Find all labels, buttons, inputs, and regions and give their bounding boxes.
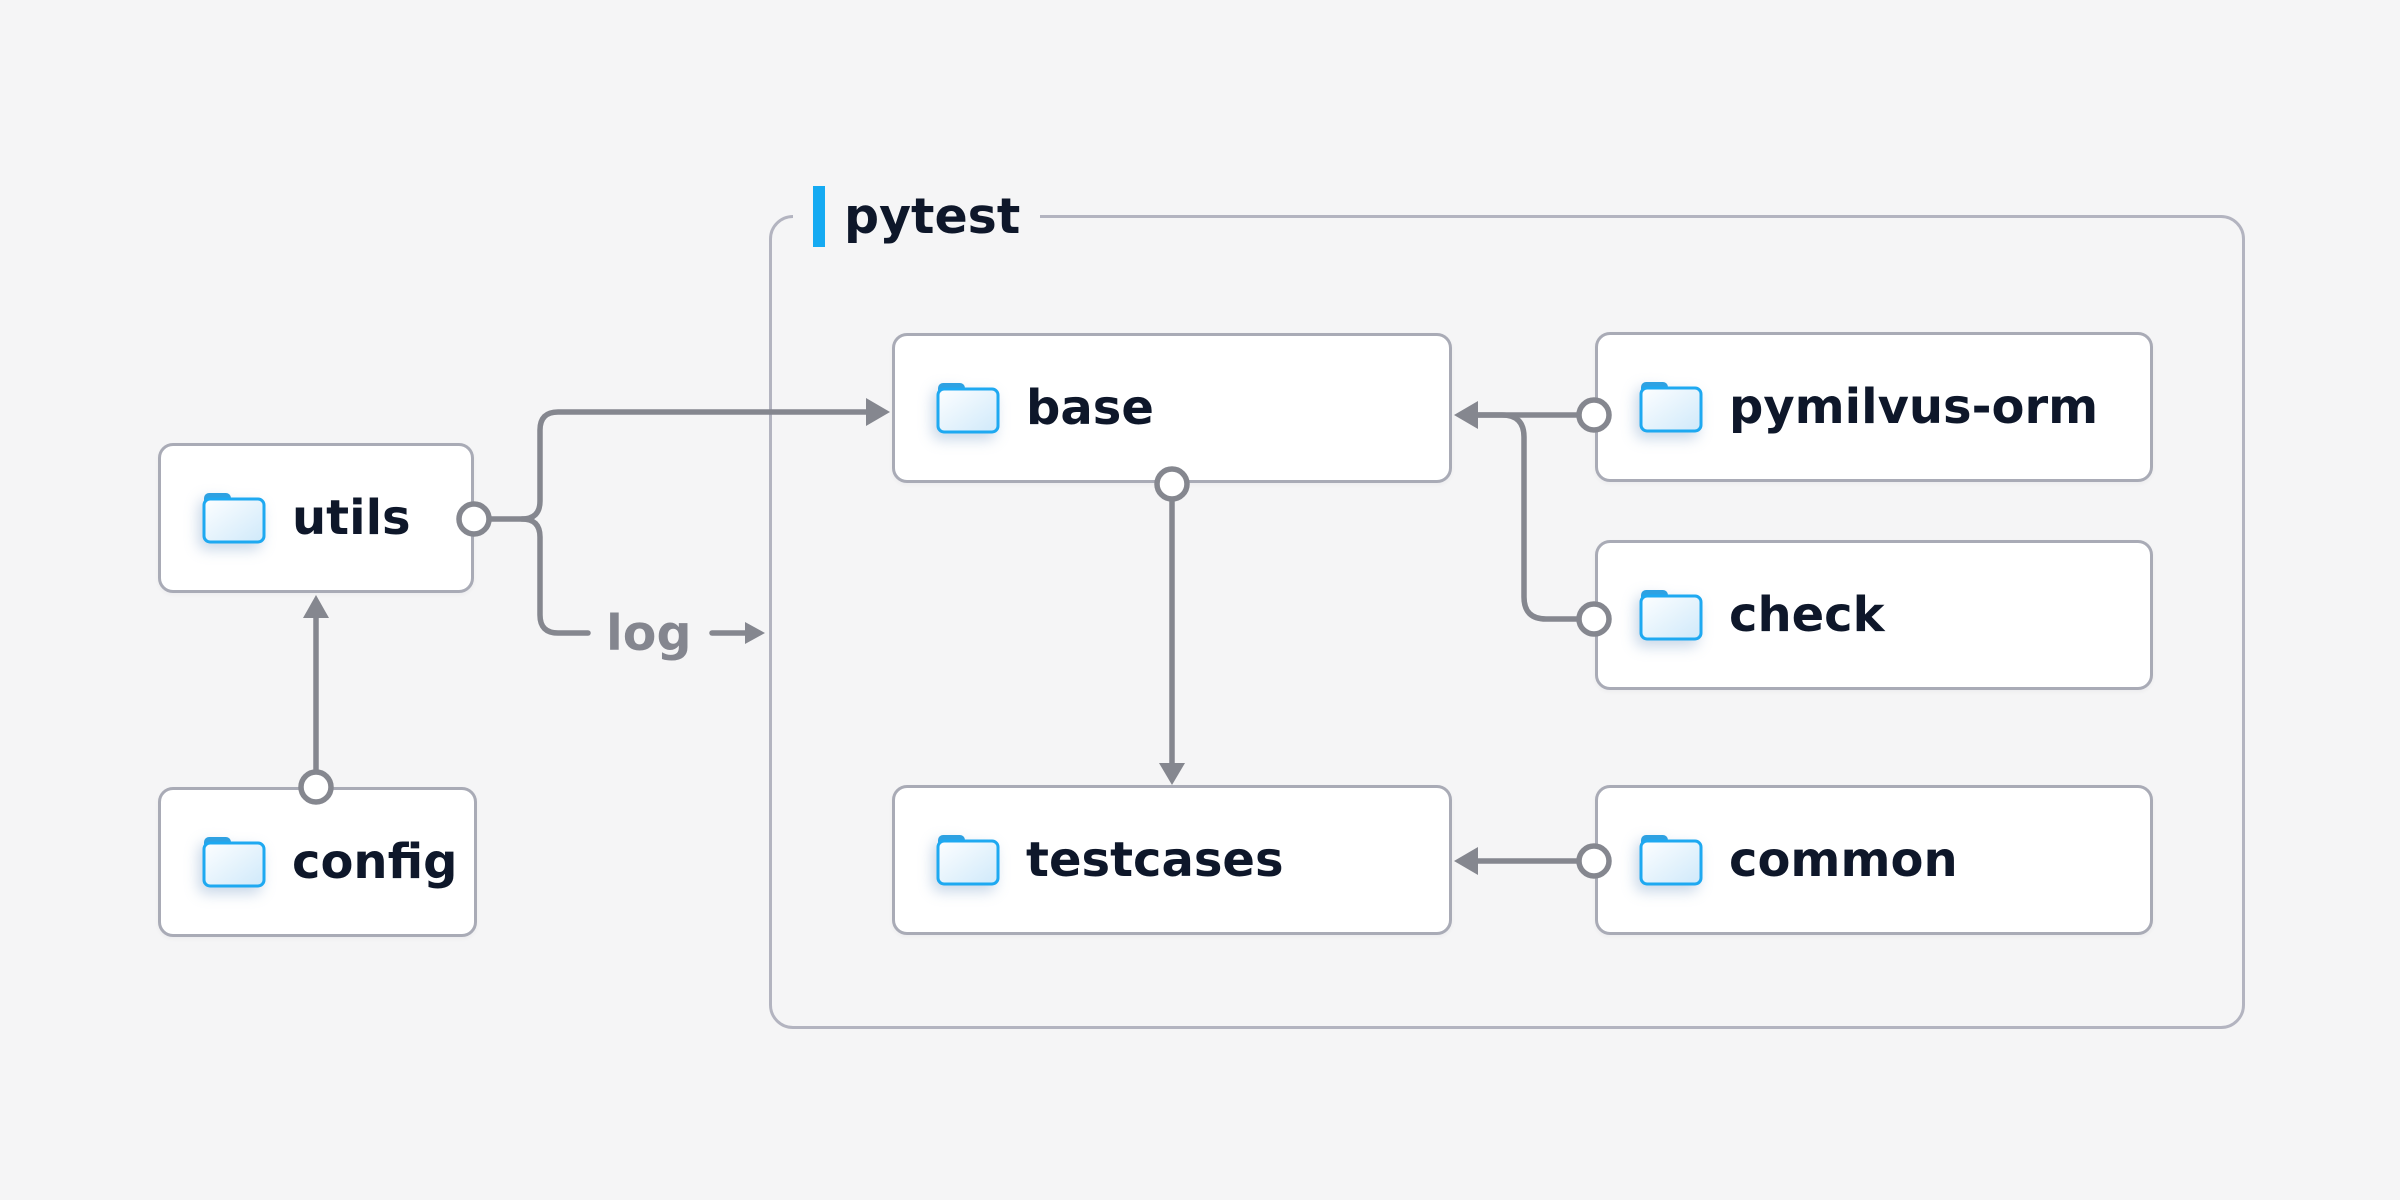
folder-node-config: config bbox=[158, 787, 477, 937]
pytest-group-label: pytest bbox=[793, 182, 1041, 250]
folder-node-testcases: testcases bbox=[892, 785, 1452, 935]
folder-icon bbox=[202, 493, 266, 544]
folder-node-check: check bbox=[1595, 540, 2153, 690]
folder-icon bbox=[1639, 590, 1703, 641]
folder-node-label: base bbox=[1026, 380, 1154, 436]
arrowhead-log bbox=[745, 622, 765, 644]
folder-icon bbox=[936, 835, 1000, 886]
folder-node-pymilvus-orm: pymilvus-orm bbox=[1595, 332, 2153, 482]
folder-node-label: config bbox=[292, 834, 458, 890]
folder-icon bbox=[1639, 382, 1703, 433]
folder-icon bbox=[936, 383, 1000, 434]
edge-utils-to-log bbox=[519, 516, 591, 636]
folder-node-utils: utils bbox=[158, 443, 474, 593]
pytest-group-container bbox=[769, 215, 2245, 1029]
arrowhead-config-to-utils bbox=[303, 595, 329, 618]
folder-node-label: common bbox=[1729, 832, 1958, 888]
accent-bar bbox=[813, 185, 825, 247]
folder-node-common: common bbox=[1595, 785, 2153, 935]
folder-node-label: check bbox=[1729, 587, 1885, 643]
log-label: log bbox=[606, 605, 692, 662]
folder-node-label: utils bbox=[292, 490, 411, 546]
pytest-group-label-text: pytest bbox=[844, 187, 1021, 245]
folder-node-label: pymilvus-orm bbox=[1729, 379, 2099, 435]
folder-icon bbox=[202, 837, 266, 888]
folder-node-label: testcases bbox=[1026, 832, 1284, 888]
folder-node-base: base bbox=[892, 333, 1452, 483]
folder-icon bbox=[1639, 835, 1703, 886]
